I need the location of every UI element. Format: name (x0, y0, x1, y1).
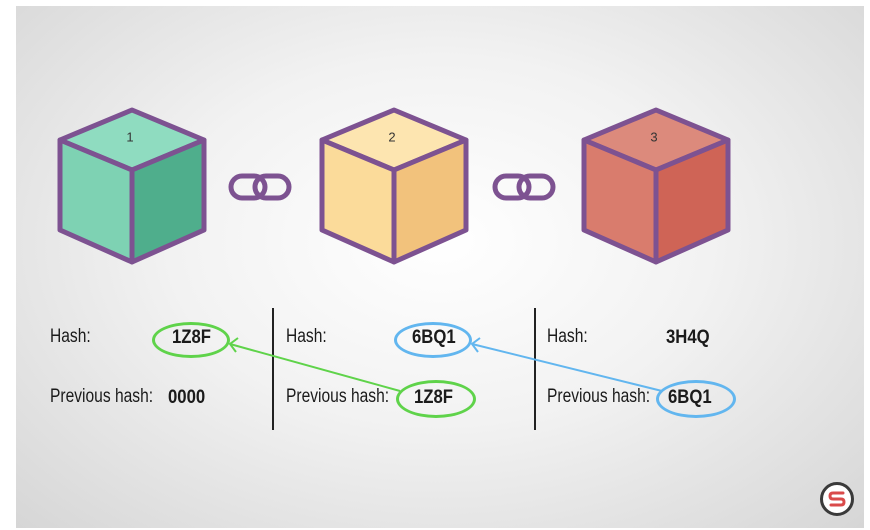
link-arrow-blue (471, 343, 663, 392)
hash-value-3: 3H4Q (666, 327, 710, 348)
previous-hash-value-2: 1Z8F (414, 387, 454, 408)
previous-hash-value-3: 6BQ1 (668, 387, 712, 408)
hash-value-2: 6BQ1 (412, 327, 456, 348)
hash-label-1: Hash: (50, 326, 91, 347)
block-cube-2 (319, 107, 469, 265)
blockchain-diagram: 1 2 3 Hash: 1Z8F Previous hash: 0000 Has… (16, 6, 864, 528)
hash-highlight-blue (394, 322, 472, 358)
chain-link-icon (228, 173, 292, 201)
previous-hash-label-3: Previous hash: (547, 386, 651, 407)
brand-logo-icon (820, 482, 854, 516)
block-cube-1 (57, 107, 207, 265)
column-divider (534, 308, 536, 430)
hash-label-3: Hash: (547, 326, 588, 347)
block-cube-3 (581, 107, 731, 265)
column-divider (272, 308, 274, 430)
link-arrow-green-head (228, 337, 239, 353)
previous-hash-highlight-green (396, 380, 476, 418)
hash-link-arrows (228, 337, 663, 392)
hash-label-2: Hash: (286, 326, 327, 347)
previous-hash-label-2: Previous hash: (286, 386, 390, 407)
previous-hash-value-1: 0000 (168, 387, 206, 408)
previous-hash-highlight-blue (656, 380, 736, 418)
block-number-1: 1 (126, 129, 134, 145)
hash-highlight-green (152, 322, 230, 358)
hash-value-1: 1Z8F (172, 327, 212, 348)
previous-hash-label-1: Previous hash: (50, 386, 154, 407)
block-number-2: 2 (388, 129, 396, 145)
block-number-3: 3 (650, 129, 658, 145)
chain-link-icon (492, 173, 556, 201)
link-arrow-green (229, 343, 401, 392)
link-arrow-blue-head (470, 337, 481, 353)
